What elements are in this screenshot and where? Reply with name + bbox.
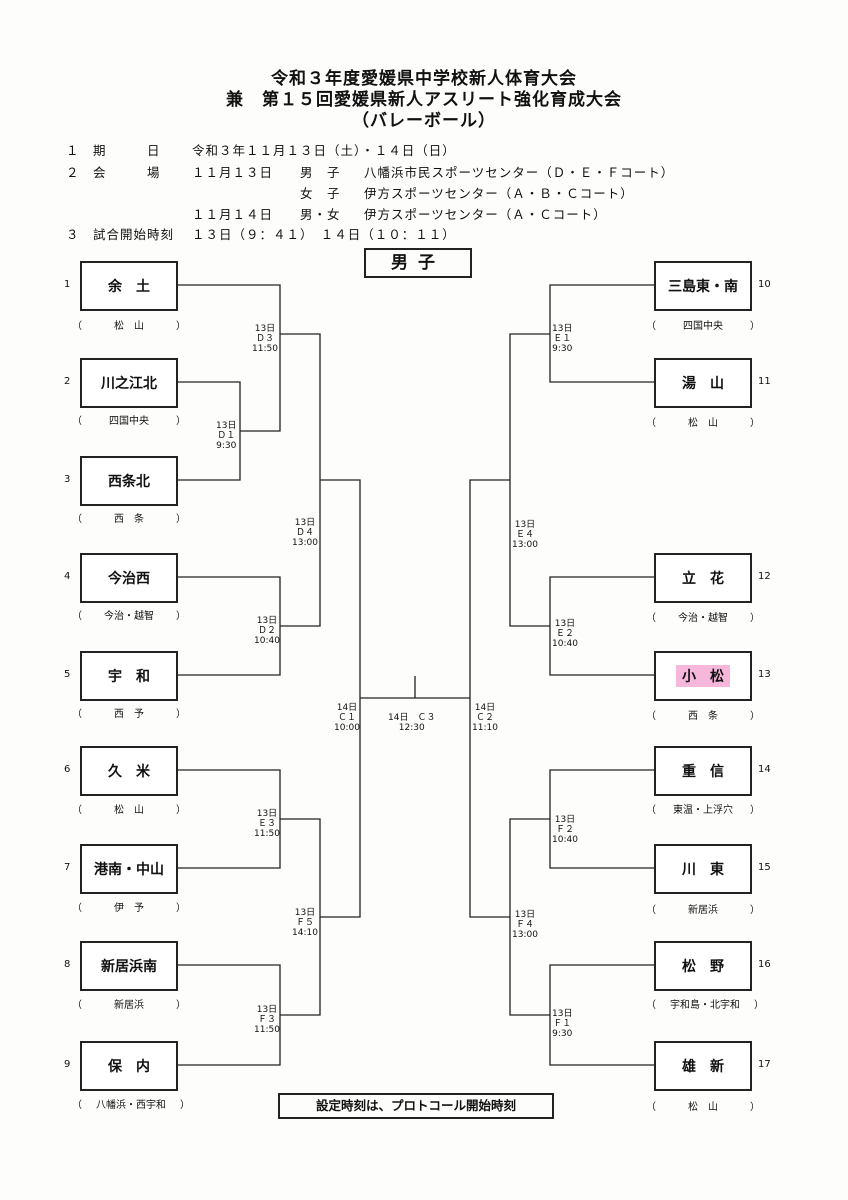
team-affiliation: （松 山） bbox=[646, 418, 760, 429]
team-name-box: 宇 和 bbox=[80, 651, 178, 701]
info-venue-label: ２ 会 場 bbox=[66, 165, 161, 180]
team-affiliation: （松 山） bbox=[72, 805, 186, 816]
team-name-box: 重 信 bbox=[654, 746, 752, 796]
match-label-d1: 13日 Ｄ１ 9:30 bbox=[216, 421, 237, 451]
team-affiliation: （今治・越智） bbox=[72, 611, 186, 622]
highlighted-team-name: 小 松 bbox=[676, 665, 730, 687]
team-number: 15 bbox=[758, 862, 771, 873]
team-affiliation: （四国中央） bbox=[646, 321, 760, 332]
title-line-2: 兼 第１５回愛媛県新人アスリート強化育成大会 bbox=[226, 90, 622, 110]
team-affiliation: （松 山） bbox=[72, 321, 186, 332]
match-label-c2: 14日 Ｃ２ 11:10 bbox=[472, 703, 498, 733]
team-affiliation: （今治・越智） bbox=[646, 613, 760, 624]
team-number: 5 bbox=[64, 669, 71, 680]
match-label-d4: 13日 Ｄ４ 13:00 bbox=[292, 518, 318, 548]
team-number: 3 bbox=[64, 474, 71, 485]
match-label-c1: 14日 Ｃ１ 10:00 bbox=[334, 703, 360, 733]
match-label-e4: 13日 Ｅ４ 13:00 bbox=[512, 520, 538, 550]
team-name-box: 湯 山 bbox=[654, 358, 752, 408]
match-label-e1: 13日 Ｅ１ 9:30 bbox=[552, 324, 573, 354]
team-name-box: 新居浜南 bbox=[80, 941, 178, 991]
match-label-e2: 13日 Ｅ２ 10:40 bbox=[552, 619, 578, 649]
match-label-f4: 13日 Ｆ４ 13:00 bbox=[512, 910, 538, 940]
info-venue-gender2: 女 子 bbox=[300, 186, 341, 201]
info-venue-date1: １１月１３日 bbox=[192, 165, 274, 180]
match-label-f2: 13日 Ｆ２ 10:40 bbox=[552, 815, 578, 845]
team-name-box: 三島東・南 bbox=[654, 261, 752, 311]
team-name-box: 小 松 bbox=[654, 651, 752, 701]
team-name-box: 川之江北 bbox=[80, 358, 178, 408]
info-venue-gender1: 男 子 bbox=[300, 165, 341, 180]
team-name-box: 川 東 bbox=[654, 844, 752, 894]
team-affiliation: （西 予） bbox=[72, 709, 186, 720]
team-name-box: 立 花 bbox=[654, 553, 752, 603]
title-line-3: （バレーボール） bbox=[352, 111, 496, 131]
team-number: 10 bbox=[758, 279, 771, 290]
team-number: 17 bbox=[758, 1059, 771, 1070]
match-label-e3: 13日 Ｅ３ 11:50 bbox=[254, 809, 280, 839]
team-affiliation: （新居浜） bbox=[72, 1000, 186, 1011]
team-number: 6 bbox=[64, 764, 71, 775]
team-number: 12 bbox=[758, 571, 771, 582]
team-affiliation: （新居浜） bbox=[646, 905, 760, 916]
team-affiliation: （四国中央） bbox=[72, 416, 186, 427]
info-venue-gender3: 男・女 bbox=[300, 207, 341, 222]
match-label-f1: 13日 Ｆ１ 9:30 bbox=[552, 1009, 573, 1039]
team-affiliation: （西 条） bbox=[72, 514, 186, 525]
team-number: 4 bbox=[64, 571, 71, 582]
team-affiliation: （伊 予） bbox=[72, 903, 186, 914]
team-number: 11 bbox=[758, 376, 771, 387]
team-number: 1 bbox=[64, 279, 71, 290]
section-title-boys: 男子 bbox=[364, 248, 472, 278]
info-start-value: １３日（９：４１） １４日（１０：１１） bbox=[192, 227, 456, 242]
info-venue-value2: 伊方スポーツセンター（Ａ・Ｂ・Ｃコート） bbox=[364, 186, 634, 201]
team-affiliation: （宇和島・北宇和） bbox=[646, 1000, 764, 1011]
team-affiliation: （東温・上浮穴） bbox=[646, 805, 760, 816]
team-name-box: 雄 新 bbox=[654, 1041, 752, 1091]
note-box: 設定時刻は、プロトコール開始時刻 bbox=[278, 1093, 554, 1119]
team-affiliation: （西 条） bbox=[646, 711, 760, 722]
match-label-c3: 14日 Ｃ３ 12:30 bbox=[388, 713, 436, 733]
match-label-f5: 13日 Ｆ５ 14:10 bbox=[292, 908, 318, 938]
team-name-box: 久 米 bbox=[80, 746, 178, 796]
team-number: 8 bbox=[64, 959, 71, 970]
match-label-d2: 13日 Ｄ２ 10:40 bbox=[254, 616, 280, 646]
match-label-f3: 13日 Ｆ３ 11:50 bbox=[254, 1005, 280, 1035]
team-name-box: 港南・中山 bbox=[80, 844, 178, 894]
info-venue-value3: 伊方スポーツセンター（Ａ・Ｃコート） bbox=[364, 207, 607, 222]
team-affiliation: （松 山） bbox=[646, 1102, 760, 1113]
team-name-box: 西条北 bbox=[80, 456, 178, 506]
team-number: 7 bbox=[64, 862, 71, 873]
team-number: 9 bbox=[64, 1059, 71, 1070]
title-line-1: 令和３年度愛媛県中学校新人体育大会 bbox=[271, 69, 577, 89]
team-number: 14 bbox=[758, 764, 771, 775]
team-name-box: 今治西 bbox=[80, 553, 178, 603]
info-venue-date2: １１月１４日 bbox=[192, 207, 274, 222]
team-name-box: 松 野 bbox=[654, 941, 752, 991]
team-number: 16 bbox=[758, 959, 771, 970]
team-name-box: 保 内 bbox=[80, 1041, 178, 1091]
team-affiliation: （八幡浜・西宇和） bbox=[72, 1100, 190, 1111]
info-venue-value1: 八幡浜市民スポーツセンター（Ｄ・Ｅ・Ｆコート） bbox=[364, 165, 675, 180]
info-date-value: 令和３年１１月１３日（土）・１４日（日） bbox=[192, 143, 456, 158]
match-label-d3: 13日 Ｄ３ 11:50 bbox=[252, 324, 278, 354]
team-name-box: 余 土 bbox=[80, 261, 178, 311]
info-date-label: １ 期 日 bbox=[66, 143, 161, 158]
team-number: 13 bbox=[758, 669, 771, 680]
info-start-label: ３ 試合開始時刻 bbox=[66, 227, 175, 242]
team-number: 2 bbox=[64, 376, 71, 387]
